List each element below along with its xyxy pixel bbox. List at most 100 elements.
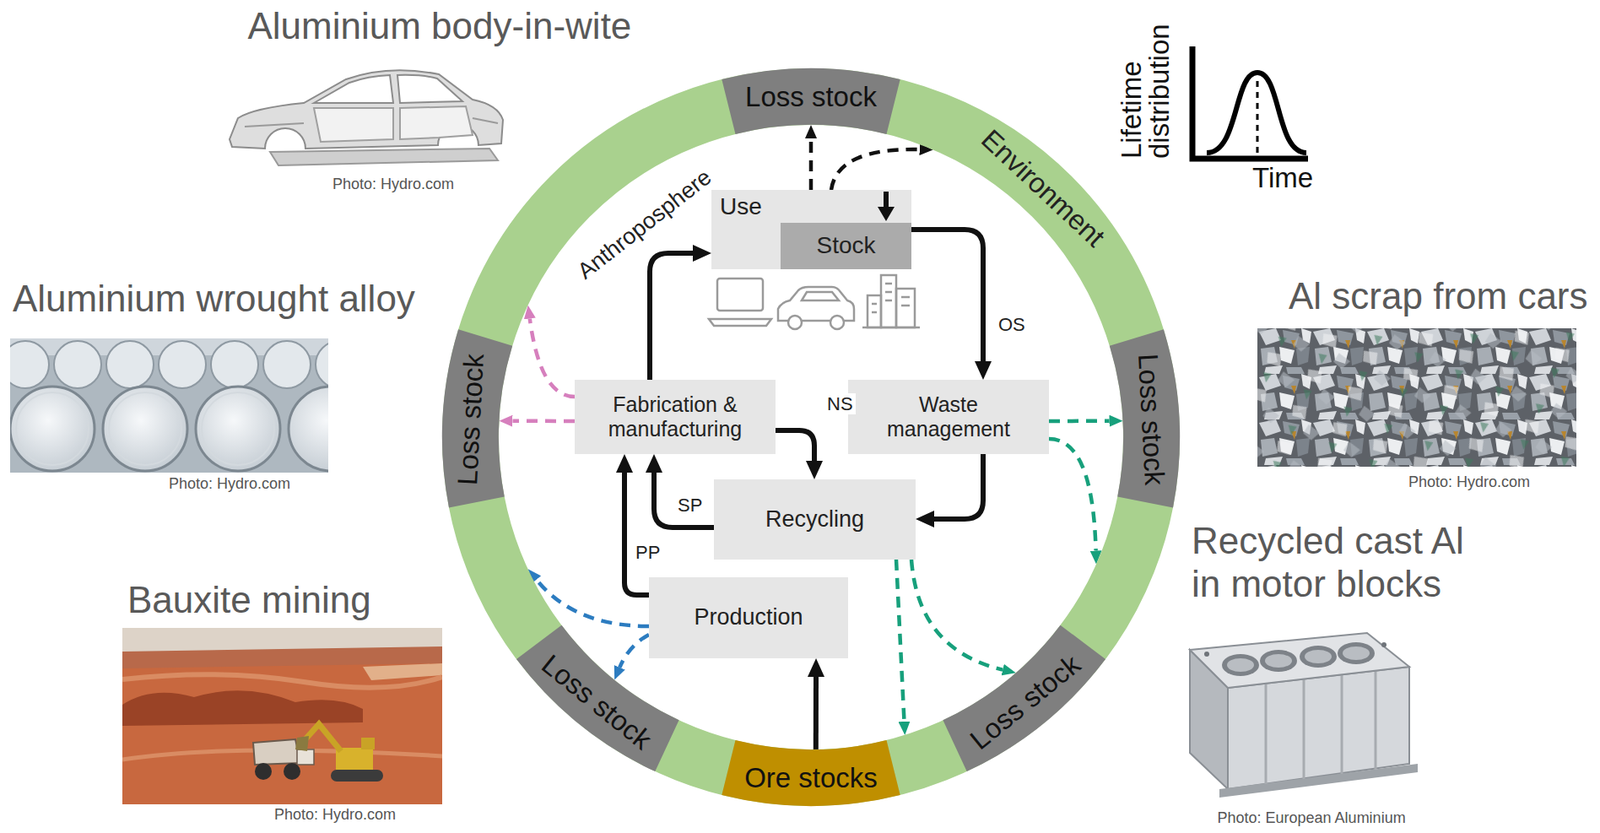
loss-flow-arrow — [1048, 418, 1110, 423]
aluminium-billets-photo — [288, 386, 329, 471]
car-scrap-photo — [1257, 328, 1577, 467]
text-anchor: Photo: European Aluminium — [1217, 809, 1406, 828]
box-label: Stock — [816, 232, 876, 260]
flow-arrow — [624, 472, 649, 595]
engine-block-photo — [1204, 651, 1210, 657]
car-body-photo — [270, 148, 498, 166]
loss-flow-arrow — [1048, 438, 1097, 552]
photo-credit: Photo: European Aluminium — [1217, 809, 1406, 828]
aluminium-billets-photo — [158, 340, 206, 389]
stock-box: Stock — [780, 222, 912, 270]
use-icons — [830, 315, 844, 330]
segment-fill — [721, 740, 900, 806]
aluminium-billets-photo — [195, 386, 281, 471]
use-icons — [862, 283, 920, 328]
aluminium-billets-photo — [315, 340, 329, 389]
stock-accumulation-arrow — [877, 191, 895, 222]
ring-label: Environment — [975, 123, 1112, 254]
engine-block-photo — [1337, 642, 1375, 665]
process-box: UseStock — [711, 189, 912, 270]
aluminium-billets-photo — [54, 340, 102, 389]
environment-ring: EnvironmentLoss stockLoss stockLoss stoc… — [442, 68, 1180, 806]
use-icons — [717, 278, 763, 311]
engine-block-photo — [1259, 649, 1298, 672]
car-scrap-photo — [1257, 328, 1577, 467]
loss-stock-segment: Loss stock — [441, 328, 514, 509]
bauxite-mine-photo — [122, 627, 443, 805]
car-body-photo — [229, 70, 503, 149]
text-anchor: Aluminium body-in-wite — [248, 5, 633, 49]
text-anchor: Photo: Hydro.com — [274, 805, 396, 824]
box-label: Use — [711, 189, 771, 221]
flow-arrow — [934, 454, 984, 519]
aluminium-billets-photo — [201, 392, 275, 465]
engine-block-photo — [1189, 632, 1418, 798]
aluminium-billets-photo — [10, 338, 329, 473]
bauxite-mine-photo — [122, 646, 443, 669]
flow-label: OS — [995, 313, 1028, 336]
use-icons — [778, 286, 855, 321]
box-label: Production — [693, 604, 803, 631]
lifetime-distribution-chart — [1206, 72, 1307, 153]
car-body-photo — [313, 108, 394, 142]
bauxite-mine-photo — [122, 690, 363, 726]
bauxite-mine-photo — [297, 749, 314, 765]
use-icons — [788, 315, 802, 330]
process-box: Production — [648, 577, 849, 659]
loss-stock-segment: Loss stock — [720, 67, 902, 136]
segment-fill — [942, 625, 1106, 772]
text-anchor: Photo: Hydro.com — [168, 475, 291, 493]
photo-credit: Photo: Hydro.com — [168, 475, 291, 493]
engine-block-photo — [1342, 646, 1370, 660]
text-anchor: SP — [675, 494, 705, 516]
loss-flow-arrow — [513, 418, 576, 423]
car-body-photo — [244, 118, 498, 127]
engine-block-photo — [1264, 654, 1292, 668]
aluminium-billets-photo — [10, 386, 95, 471]
bauxite-mine-photo — [122, 674, 443, 688]
car-body-photo — [313, 75, 394, 103]
box-label: Recycling — [765, 506, 865, 533]
bauxite-mine-photo — [122, 627, 443, 805]
engine-block-photo — [1221, 654, 1260, 676]
text-anchor: Photo: Hydro.com — [332, 175, 455, 194]
segment-fill — [1109, 329, 1180, 508]
lifetime-distribution-chart — [1192, 46, 1309, 159]
process-box: Fabrication & manufacturing — [574, 379, 776, 455]
photo-credit: Photo: Hydro.com — [1408, 473, 1530, 492]
loss-flow-arrow — [831, 149, 920, 190]
text-anchor: Photo: Hydro.com — [1408, 473, 1530, 492]
loss-flow-arrow — [809, 138, 814, 190]
photo-title: Aluminium body-in-wite — [248, 5, 633, 49]
text-anchor: Time — [1252, 162, 1314, 195]
segment-label: Loss stock — [745, 81, 877, 114]
flow-arrow — [911, 229, 984, 362]
text-anchor: NS — [824, 393, 856, 415]
box-label: Waste management — [863, 392, 1034, 442]
engine-block-photo — [1219, 763, 1418, 798]
aluminium-billets-photo — [263, 340, 311, 389]
text-anchor: Recycled cast Al in motor blocks — [1191, 519, 1487, 606]
engine-block-photo — [1304, 649, 1332, 664]
use-icons — [801, 291, 839, 301]
axis-label: Time — [1252, 162, 1314, 195]
bauxite-mine-photo — [283, 762, 301, 780]
car-scrap-photo — [1257, 328, 1577, 467]
photo-credit: Photo: Hydro.com — [274, 805, 396, 824]
text-anchor: OS — [995, 313, 1028, 336]
aluminium-billets-photo — [106, 340, 154, 389]
engine-block-photo — [1227, 658, 1255, 672]
loss-stock-segment: Loss stock — [941, 623, 1108, 773]
segment-fill — [721, 68, 900, 135]
use-icons — [896, 288, 915, 328]
bauxite-mine-photo — [330, 769, 384, 782]
engine-block-photo — [1381, 642, 1387, 648]
bauxite-mine-photo — [253, 739, 301, 765]
process-box: Waste management — [848, 379, 1049, 455]
lifetime-distribution-chart — [1192, 46, 1309, 159]
bauxite-mine-photo — [361, 737, 375, 750]
bauxite-mine-photo — [303, 724, 341, 752]
aluminium-billets-photo — [16, 392, 89, 465]
engine-block-photo — [1265, 670, 1376, 784]
aluminium-billets-photo — [108, 392, 182, 465]
